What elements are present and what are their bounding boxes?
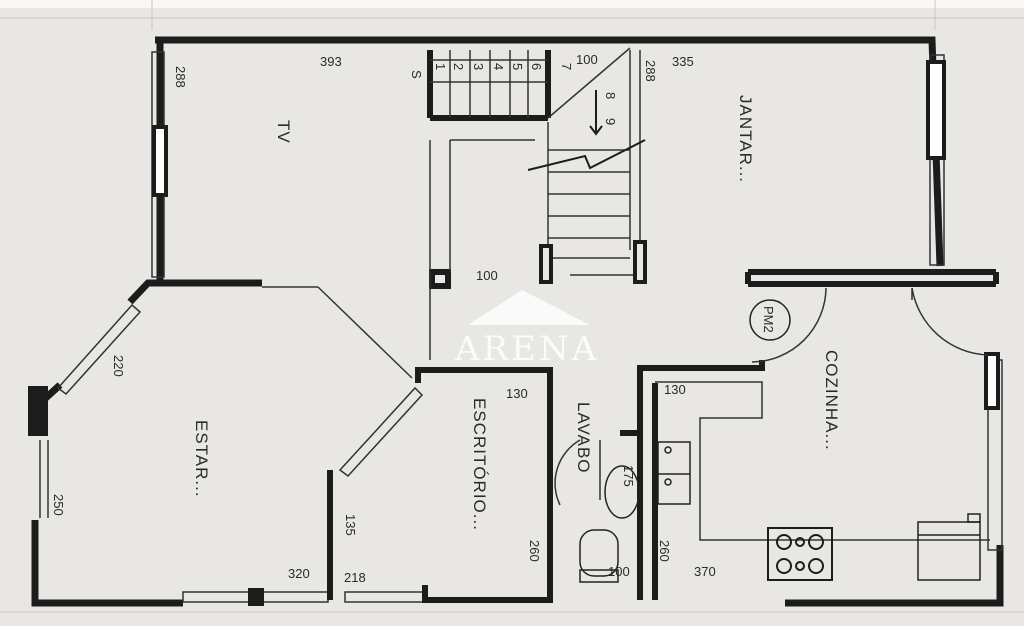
dim-135: 135 [343, 514, 358, 536]
dim-100-bottom: 100 [608, 564, 630, 579]
room-label-estar: ESTAR... [192, 420, 211, 498]
dim-130-escritorio: 130 [506, 386, 528, 401]
watermark-brand: ARENA [454, 329, 599, 369]
dim-370: 370 [694, 564, 716, 579]
faint-gridlines [0, 0, 1024, 613]
stair-step-8: 8 [603, 92, 618, 99]
stove [767, 527, 833, 581]
lavabo-fixtures [579, 465, 640, 583]
room-label-jantar: JANTAR... [736, 95, 755, 183]
door-swings [554, 287, 989, 506]
refrigerator [917, 513, 981, 581]
stair-step-9: 9 [603, 118, 618, 125]
dim-250: 250 [51, 494, 66, 516]
thin-lines [262, 47, 990, 541]
dim-335: 335 [672, 54, 694, 69]
dim-220: 220 [111, 355, 126, 377]
dim-393: 393 [320, 54, 342, 69]
dimension-labels: 393 100 335 288 288 100 220 250 130 130 … [51, 52, 716, 585]
stair-step-7: 7 [559, 63, 574, 70]
stair-step-3: 3 [471, 63, 486, 70]
stair-step-2: 2 [451, 63, 466, 70]
room-label-tv: TV [274, 120, 293, 144]
pm2-symbol: PM2 [749, 299, 791, 341]
dim-260-cozinha: 260 [657, 540, 672, 562]
dim-288-right: 288 [643, 60, 658, 82]
stair-step-1: 1 [433, 63, 448, 70]
stair-step-4: 4 [491, 63, 506, 70]
stair-break-line [527, 90, 646, 171]
room-label-lavabo: LAVABO [574, 402, 593, 474]
interior-walls [327, 50, 999, 603]
dim-320: 320 [288, 566, 310, 581]
room-label-escritorio: ESCRITÓRIO... [470, 398, 489, 531]
stair-numbers: S 1 2 3 4 5 6 7 8 9 [409, 63, 618, 125]
dim-175: 175 [621, 465, 636, 487]
room-label-cozinha: COZINHA... [822, 350, 841, 451]
dim-130-cozinha: 130 [664, 382, 686, 397]
stair-up-label: S [409, 70, 424, 79]
arena-watermark: ARENA [454, 290, 599, 369]
stair-step-6: 6 [529, 63, 544, 70]
pm2-label: PM2 [761, 306, 776, 333]
dim-288-left: 288 [173, 66, 188, 88]
stair-treads [430, 50, 640, 276]
stair-step-5: 5 [510, 63, 525, 70]
kitchen-sink [657, 441, 691, 505]
dim-100-top: 100 [576, 52, 598, 67]
dim-100-mid: 100 [476, 268, 498, 283]
dim-218: 218 [344, 570, 366, 585]
dim-260-escritorio: 260 [527, 540, 542, 562]
